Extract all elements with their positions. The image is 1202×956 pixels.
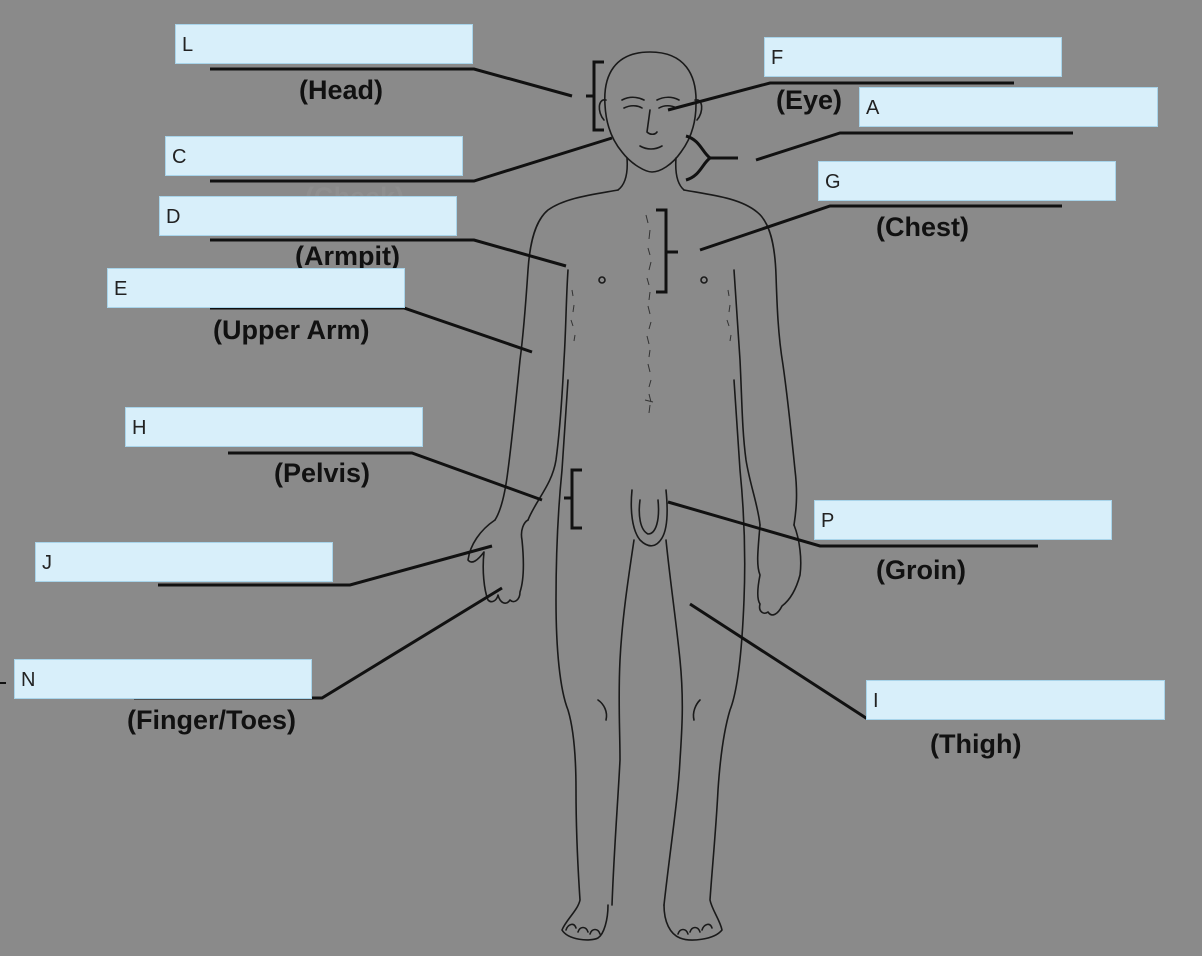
leader-pelvis [228, 451, 543, 502]
label-armpit: (Armpit) [295, 241, 400, 271]
answer-field-d[interactable]: D [159, 196, 457, 236]
ear-right [694, 99, 703, 121]
answer-field-i[interactable]: I [866, 680, 1165, 720]
answer-field-f[interactable]: F [764, 37, 1062, 77]
eyebrows [621, 96, 680, 101]
toes-left [565, 923, 601, 935]
brackets [564, 60, 738, 530]
label-chest: (Chest) [876, 212, 969, 242]
answer-field-h[interactable]: H [125, 407, 423, 447]
groin-outline [630, 489, 668, 547]
field-letter-n: N [21, 669, 36, 691]
bracket-a [685, 134, 738, 182]
field-letter-d: D [166, 206, 181, 228]
field-letter-j: J [42, 552, 52, 574]
label-finger-toes: (Finger/Toes) [127, 705, 297, 735]
field-letter-l: L [182, 34, 194, 56]
field-letter-p: P [821, 510, 835, 532]
ear-left [598, 99, 607, 121]
field-letter-h: H [132, 417, 147, 439]
label-thigh: (Thigh) [930, 729, 1022, 759]
leader-j [158, 544, 493, 587]
mouth [639, 145, 663, 150]
leader-a [755, 131, 1073, 162]
leader-armpit [210, 238, 567, 268]
neck [617, 157, 685, 191]
knee-right [692, 699, 701, 721]
answer-field-l[interactable]: L [175, 24, 473, 64]
hip-left [555, 379, 609, 941]
label-pelvis: (Pelvis) [274, 458, 371, 488]
answer-field-c[interactable]: C [165, 136, 463, 176]
bracket-pelvis [564, 468, 582, 530]
hand-left [467, 519, 529, 604]
label-eye: (Eye) [776, 85, 843, 115]
toes-right [677, 923, 713, 935]
chest-hair-stipple [570, 214, 732, 414]
torso-left [494, 189, 619, 521]
inner-arm-right [733, 269, 761, 526]
nipple-left [598, 276, 606, 284]
hip-right [663, 379, 746, 941]
torso-right [683, 189, 798, 526]
answer-field-e[interactable]: E [107, 268, 405, 308]
nipple-right [700, 276, 708, 284]
nose [646, 109, 658, 136]
leader-groin [667, 500, 1038, 548]
viewer-top-strip [0, 0, 1202, 8]
field-letter-e: E [114, 278, 128, 300]
label-groin: (Groin) [876, 555, 966, 585]
bracket-chest [656, 208, 678, 294]
inner-leg-right [663, 539, 684, 906]
bracket-head [586, 60, 604, 132]
field-letter-g: G [825, 171, 841, 193]
inner-arm-left [527, 269, 569, 521]
answer-field-j[interactable]: J [35, 542, 333, 582]
hand-right [756, 524, 802, 616]
leader-head [210, 67, 573, 98]
label-head: (Head) [299, 75, 384, 105]
field-letter-c: C [172, 146, 187, 168]
groin-inner [638, 499, 660, 535]
field-letter-f: F [771, 47, 784, 69]
leader-eye [667, 81, 1014, 112]
eyes [623, 104, 678, 109]
field-letter-i: I [873, 690, 879, 712]
leader-upper-arm [210, 306, 533, 354]
label-upper-arm: (Upper Arm) [213, 315, 370, 345]
leader-chest [699, 204, 1062, 252]
answer-field-a[interactable]: A [859, 87, 1158, 127]
field-letter-a: A [866, 97, 880, 119]
knee-left [597, 699, 608, 721]
answer-field-g[interactable]: G [818, 161, 1116, 201]
answer-field-n[interactable]: N [14, 659, 312, 699]
answer-field-p[interactable]: P [814, 500, 1112, 540]
leader-cheek [210, 136, 613, 183]
inner-leg-left [611, 539, 635, 906]
